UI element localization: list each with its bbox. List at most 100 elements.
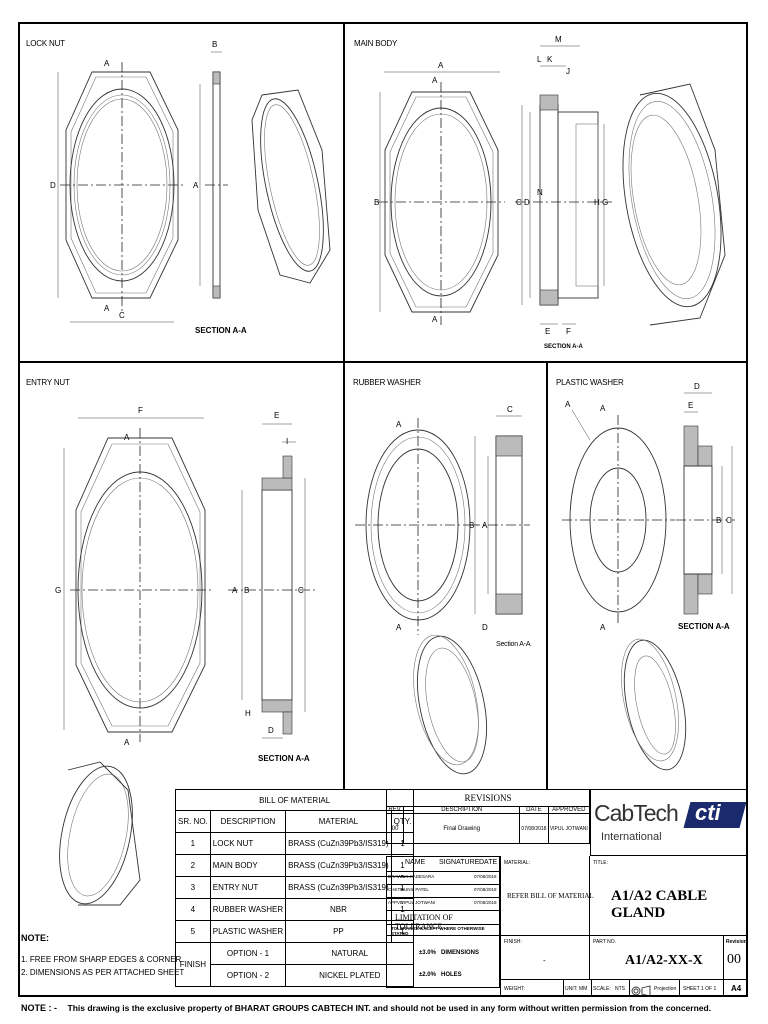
rev-cell: 00	[385, 813, 405, 844]
finish-value: -	[543, 956, 546, 965]
rev-cell: 07/08/2018	[519, 813, 549, 844]
tolerance-label: HOLES	[441, 972, 462, 978]
main-body-cut-a-top: A	[432, 76, 438, 85]
cti-logo-text: cti	[695, 800, 721, 825]
bom-cell: NICKEL PLATED	[285, 964, 415, 987]
lock-nut-front-view	[57, 62, 185, 323]
notes-title: NOTE:	[21, 933, 49, 943]
note-item: 1. FREE FROM SHARP EDGES & CORNER	[21, 955, 182, 964]
cabtech-logo-subtext: International	[601, 831, 662, 843]
entry-nut-cut-a-top: A	[124, 433, 130, 442]
divider-middle	[18, 361, 748, 363]
entry-nut-isometric	[59, 761, 141, 906]
bom-cell: 3	[175, 876, 211, 899]
divider-mid-vertical-2	[546, 363, 548, 789]
entry-nut-dim-e: E	[274, 411, 279, 420]
plastic-washer-dim-b: B	[716, 516, 721, 525]
scale-label: SCALE:	[593, 986, 611, 992]
sign-role: CHKTD	[388, 887, 404, 892]
rev-cell: VIPUL JOTWANI	[547, 813, 591, 844]
rubber-washer-isometric	[413, 634, 487, 775]
plastic-washer-section-view	[676, 392, 735, 615]
main-body-dim-e: E	[545, 327, 550, 336]
main-body-dim-b: B	[374, 198, 379, 207]
unit-label: UNIT:	[565, 986, 578, 992]
part-number-label: PART NO.	[593, 939, 617, 945]
bom-header-srno: SR. NO.	[175, 810, 211, 833]
main-body-dim-f: F	[566, 327, 571, 336]
lock-nut-section-label: SECTION A-A	[195, 326, 247, 335]
entry-nut-dim-b: B	[244, 586, 249, 595]
entry-nut-dim-c: C	[298, 586, 304, 595]
table-row: 1 LOCK NUT BRASS (CuZn39Pb3/IS319) 1	[175, 832, 415, 855]
tolerance-value: ±3.0%	[419, 950, 436, 956]
sign-date: 07/08/2018	[474, 900, 497, 905]
sign-header-date: DATE	[479, 859, 498, 866]
drawing-frame	[18, 22, 748, 997]
revisions-table: REVISIONS REV. DESCRIPTION DATE APPROVED…	[385, 789, 591, 844]
entry-nut-dim-d: D	[268, 726, 274, 735]
rubber-washer-dim-d: D	[482, 623, 488, 632]
main-body-front-view	[378, 71, 505, 325]
limitation-of-tolerance: LIMITATION OF TOLERANCE	[395, 913, 453, 931]
entry-nut-front-view	[63, 417, 212, 742]
material-label: MATERIAL:	[504, 860, 531, 866]
material-value: REFER BILL OF MATERIAL	[507, 892, 594, 900]
sign-role: APPVD	[388, 900, 404, 905]
entry-nut-title: ENTRY NUT	[26, 378, 70, 387]
plastic-washer-cut-a-bottom: A	[600, 623, 606, 632]
main-body-dim-n: N	[537, 188, 543, 197]
lock-nut-dim-c: C	[119, 311, 125, 320]
revision-label: Revision	[726, 939, 747, 945]
entry-nut-dim-i: I	[286, 437, 288, 446]
main-body-title: MAIN BODY	[354, 39, 398, 48]
bom-cell: 4	[175, 898, 211, 921]
lock-nut-dim-d: D	[50, 181, 56, 190]
cabtech-logo-text: CabTech	[594, 800, 679, 826]
entry-nut-section-label: SECTION A-A	[258, 754, 310, 763]
plastic-washer-isometric	[621, 638, 687, 771]
main-body-dim-j: J	[566, 67, 570, 76]
main-body-section-view	[515, 45, 612, 325]
entry-nut-cut-a-bottom: A	[124, 738, 130, 747]
bom-cell: BRASS (CuZn39Pb3/IS319)	[285, 832, 392, 855]
bom-cell: OPTION - 2	[209, 964, 287, 987]
bom-cell: BRASS (CuZn39Pb3/IS319)	[285, 854, 392, 877]
main-body-dim-l: L	[537, 55, 542, 64]
finish-part-block: FINISH: - PART NO. A1/A2-XX-X Revision 0…	[500, 936, 748, 980]
rubber-washer-dim-b: B	[469, 521, 474, 530]
bom-header-material: MATERIAL	[285, 810, 392, 833]
bom-cell: RUBBER WASHER	[209, 898, 287, 921]
sign-name: SUNIL PATEL	[401, 887, 429, 892]
bom-cell: MAIN BODY	[209, 854, 287, 877]
scale-value: NTS	[615, 986, 625, 992]
main-body-dim-k: K	[547, 55, 553, 64]
plastic-washer-title: PLASTIC WASHER	[556, 378, 624, 387]
footer-info-row: WEIGHT: UNIT: MM SCALE: NTS Projection S…	[500, 980, 748, 996]
entry-nut-section-view	[228, 423, 315, 739]
divider-mid-vertical-1	[343, 363, 345, 789]
sign-date: 07/08/2018	[474, 874, 497, 879]
bom-cell: 2	[175, 854, 211, 877]
sign-header-signature: SIGNATURE	[439, 859, 480, 866]
main-body-dim-h: H	[594, 198, 600, 207]
plastic-washer-section-label: SECTION A-A	[678, 622, 730, 631]
table-row: 4 RUBBER WASHER NBR 1	[175, 898, 415, 921]
title-label: TITLE:	[593, 860, 609, 866]
rev-header: APPROVED	[547, 806, 591, 814]
sign-name: VIPUL JOTWANI	[401, 900, 436, 905]
plastic-washer-dim-d: D	[694, 382, 700, 391]
tolerance-value: ±2.0%	[419, 972, 436, 978]
rubber-washer-section-label: Section A-A	[496, 641, 531, 648]
plastic-washer-dim-c: C	[726, 516, 732, 525]
lock-nut-title: LOCK NUT	[26, 39, 65, 48]
plastic-washer-cut-a-top: A	[600, 404, 606, 413]
revision-value: 00	[727, 952, 741, 967]
rev-header: DATE	[519, 806, 549, 814]
main-body-dim-a: A	[438, 61, 444, 70]
bom-header-description: DESCRIPTION	[209, 810, 287, 833]
notes-block: NOTE: 1. FREE FROM SHARP EDGES & CORNER …	[21, 933, 184, 977]
footer-note-prefix: NOTE : -	[21, 1003, 57, 1013]
main-body-dim-c: C	[516, 198, 522, 207]
